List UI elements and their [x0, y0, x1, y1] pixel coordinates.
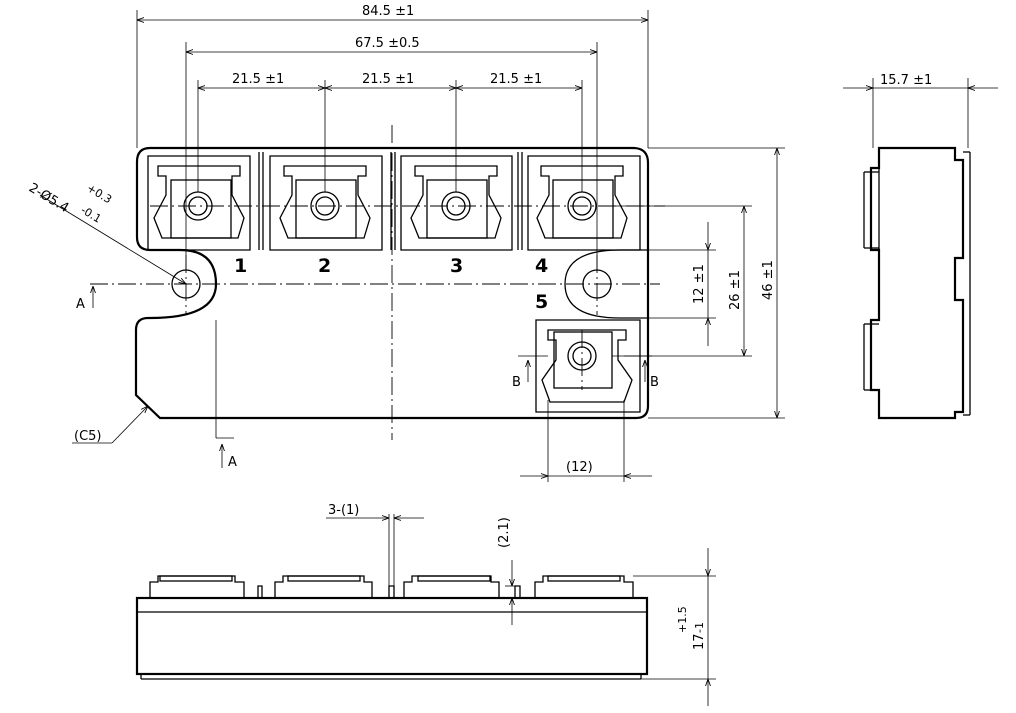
- dim-slot-depth: (2.1): [497, 517, 512, 548]
- hole-spec-main: 2-Ø5.4: [26, 181, 71, 216]
- section-b-left: B: [512, 375, 521, 390]
- dim-body-height: 17: [692, 633, 707, 650]
- terminal-label-3: 3: [450, 255, 463, 277]
- chamfer-label: (C5): [74, 429, 102, 444]
- front-terminal-1: [149, 575, 245, 598]
- dim-height-26: 26 ±1: [728, 270, 743, 310]
- dim-side-thickness: 15.7 ±1: [880, 73, 932, 88]
- front-terminal-2-pad: [287, 575, 361, 582]
- terminal-label-5: 5: [535, 291, 548, 313]
- dim-body-height-plus: +1.5: [676, 606, 689, 633]
- dim-height-46: 46 ±1: [761, 260, 776, 300]
- front-view: 3-(1) (2.1) 17 +1.5 -1: [135, 503, 716, 706]
- terminal-label-1: 1: [234, 255, 247, 277]
- terminal-label-2: 2: [318, 255, 331, 277]
- front-slot-2: [388, 585, 395, 598]
- front-terminal-4-pad: [547, 575, 621, 582]
- front-terminal-1-pad: [159, 575, 233, 582]
- dim-hole-pitch: 67.5 ±0.5: [355, 36, 420, 51]
- front-terminal-2: [274, 575, 373, 598]
- terminal-3: [400, 155, 513, 251]
- terminal-5: [535, 319, 641, 413]
- hole-tol-minus: -0.1: [78, 203, 103, 225]
- dim-pitch-3: 21.5 ±1: [490, 72, 542, 87]
- section-a-left: A: [76, 297, 85, 312]
- front-slot-3: [514, 585, 521, 598]
- side-body-outline: [869, 146, 965, 420]
- leader-chamfer: [111, 406, 148, 444]
- terminal-4: [527, 155, 641, 251]
- section-b-right: B: [650, 375, 659, 390]
- dim-overall-width: 84.5 ±1: [362, 4, 414, 19]
- front-body: [135, 596, 649, 676]
- dim-pitch-2: 21.5 ±1: [362, 72, 414, 87]
- leader-hole-spec: [39, 194, 186, 284]
- terminal-label-4: 4: [535, 255, 548, 277]
- front-terminal-4: [534, 575, 634, 598]
- side-view: 15.7 ±1: [843, 73, 998, 420]
- terminal-2: [269, 155, 383, 251]
- section-a-bottom: A: [228, 455, 237, 470]
- dim-height-12: 12 ±1: [692, 264, 707, 304]
- hole-tol-plus: +0.3: [84, 181, 114, 206]
- top-view: 1 2 3 4 5 84.5 ±1 67.5 ±0.5 21.5 ±1 21.5…: [26, 4, 785, 482]
- dim-slot-width: 3-(1): [328, 503, 359, 518]
- front-terminal-3-pad: [417, 575, 491, 582]
- dim-body-height-minus: -1: [693, 622, 706, 633]
- front-slot-1: [257, 585, 263, 598]
- dim-t5-width: (12): [566, 460, 593, 475]
- dim-pitch-1: 21.5 ±1: [232, 72, 284, 87]
- top-view-body-outline: [134, 146, 650, 420]
- right-mount-lobe: [564, 249, 648, 319]
- terminal-1: [147, 155, 251, 251]
